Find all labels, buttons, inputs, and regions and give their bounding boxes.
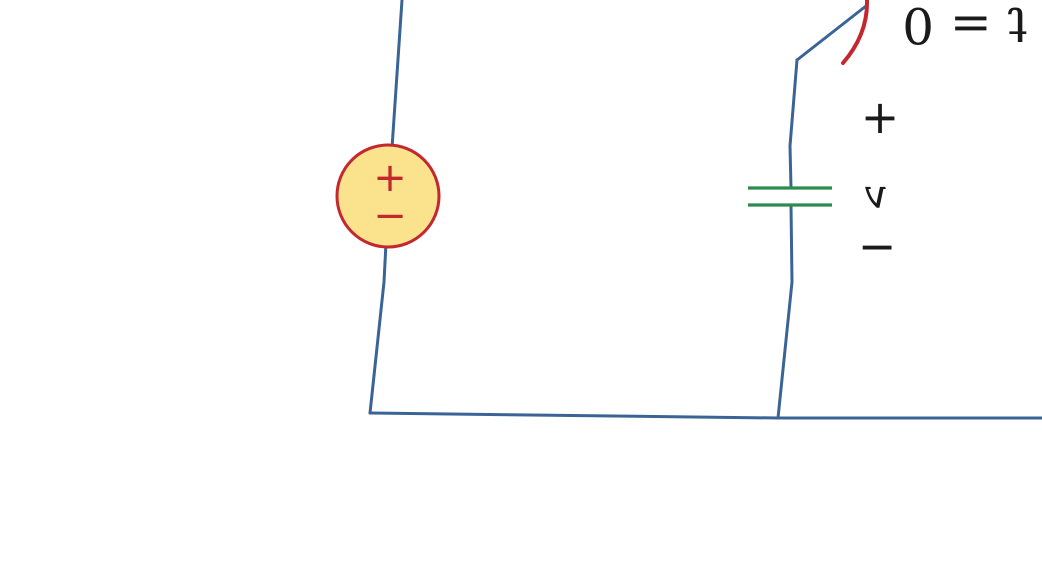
wire-capacitor-lower [776, 203, 794, 420]
switch-time-label: t = 0 [902, 0, 1028, 54]
source-minus-sign: − [373, 193, 407, 239]
wire-left-lower [368, 241, 388, 415]
switch-icon [841, 0, 870, 65]
wire-capacitor-upper [788, 58, 799, 190]
capacitor-plus-sign: + [861, 90, 900, 144]
switch-blade [795, 4, 868, 62]
wire-left-upper [390, 0, 404, 150]
wire-bottom [368, 411, 1042, 420]
voltage-source-icon: + − [335, 143, 441, 249]
voltage-source-body [335, 143, 441, 249]
capacitor-minus-sign: − [858, 219, 897, 273]
capacitor-voltage-label: v [864, 172, 887, 218]
source-plus-sign: + [373, 155, 407, 201]
capacitor-icon [748, 186, 832, 207]
